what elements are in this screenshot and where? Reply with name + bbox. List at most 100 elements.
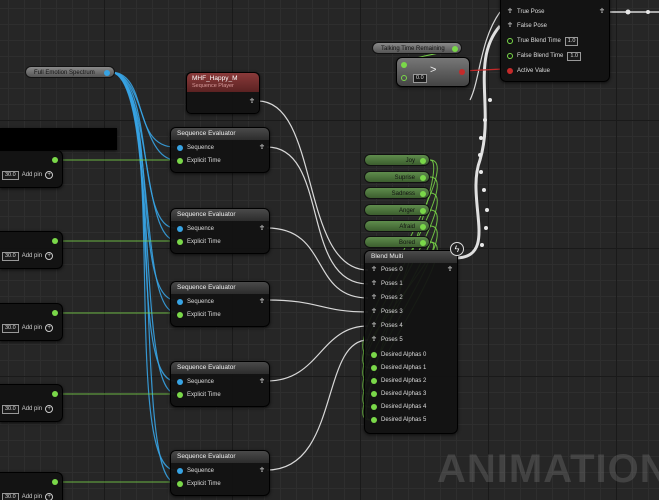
blend-multi-node[interactable]: Blend Multi ϟ ☥ ☥Poses 0 ☥Poses 1 ☥Poses…: [364, 242, 464, 434]
input-pin-b-icon[interactable]: [401, 75, 407, 81]
sequence-pin-icon[interactable]: [177, 145, 183, 151]
pose-output-icon[interactable]: ☥: [259, 225, 265, 232]
output-pin-icon[interactable]: [420, 240, 426, 246]
lightning-icon: ϟ: [450, 242, 464, 256]
output-pin-icon[interactable]: [420, 158, 426, 164]
sequence-evaluator-node-3[interactable]: Sequence Evaluator Sequence Explicit Tim…: [170, 281, 270, 327]
pose-output-icon[interactable]: ☥: [447, 266, 453, 273]
pose-output-icon[interactable]: ☥: [249, 98, 255, 105]
output-pin-icon[interactable]: [420, 175, 426, 181]
pose-output-icon[interactable]: ☥: [599, 8, 605, 15]
sequence-pin-icon[interactable]: [177, 299, 183, 305]
alpha-pin-icon[interactable]: [371, 352, 377, 358]
add-pin-icon[interactable]: +: [45, 252, 54, 260]
output-pin-icon[interactable]: [420, 208, 426, 214]
sequence-player-node[interactable]: MHF_Happy_M Sequence Player ☥: [186, 72, 260, 114]
pose-pin-icon[interactable]: ☥: [371, 308, 377, 315]
talking-time-label: Talking Time Remaining: [381, 46, 445, 52]
value-field[interactable]: 30.0: [2, 170, 19, 180]
float-pin-icon[interactable]: [507, 53, 513, 59]
greater-value-field[interactable]: 0.0: [413, 74, 427, 83]
value-field[interactable]: 30.0: [2, 323, 19, 333]
float-pin-icon[interactable]: [507, 38, 513, 44]
emotion-sadness-node[interactable]: Sadness: [364, 187, 430, 199]
pose-pin-icon[interactable]: ☥: [371, 294, 377, 301]
emotion-label: Afraid: [399, 224, 415, 230]
false-blend-field[interactable]: 1.0: [567, 51, 582, 61]
pose-output-icon[interactable]: ☥: [259, 298, 265, 305]
add-pin-icon[interactable]: +: [45, 324, 54, 332]
emotion-anger-node[interactable]: Anger: [364, 204, 430, 216]
value-field[interactable]: 30.0: [2, 404, 19, 414]
time-pin-icon[interactable]: [177, 239, 183, 245]
time-pin-icon[interactable]: [177, 481, 183, 487]
pose-pin-icon[interactable]: ☥: [371, 266, 377, 273]
alpha-pin-label: Desired Alphas 2: [381, 378, 427, 384]
output-bool-pin-icon[interactable]: [459, 69, 465, 75]
emotion-afraid-node[interactable]: Afraid: [364, 220, 430, 232]
time-pin-label: Explicit Time: [187, 481, 221, 487]
pose-pin-icon[interactable]: ☥: [371, 336, 377, 343]
talking-time-node[interactable]: Talking Time Remaining: [372, 42, 462, 54]
output-pin-icon[interactable]: [420, 224, 426, 230]
time-pin-icon[interactable]: [177, 158, 183, 164]
sequence-evaluator-node-2[interactable]: Sequence Evaluator Sequence Explicit Tim…: [170, 208, 270, 254]
output-pin-icon[interactable]: [52, 391, 58, 397]
output-pin-icon[interactable]: [52, 157, 58, 163]
sequence-pin-icon[interactable]: [177, 379, 183, 385]
node-title: Sequence Evaluator: [171, 282, 269, 294]
pose-output-icon[interactable]: ☥: [259, 467, 265, 474]
value-field[interactable]: 30.0: [2, 251, 19, 261]
output-pin-icon[interactable]: [52, 238, 58, 244]
pose-output-icon[interactable]: ☥: [259, 378, 265, 385]
pose-pin-icon[interactable]: ☥: [371, 322, 377, 329]
pose-pin-label: Poses 1: [381, 281, 403, 287]
greater-than-node[interactable]: 0.0 >: [396, 57, 470, 87]
alpha-pin-icon[interactable]: [371, 391, 377, 397]
sequence-evaluator-node-1[interactable]: Sequence Evaluator Sequence Explicit Tim…: [170, 127, 270, 173]
greater-operator: >: [430, 64, 437, 76]
input-pin-a-icon[interactable]: [401, 62, 407, 68]
bool-pin-icon[interactable]: [507, 68, 513, 74]
output-pin-icon[interactable]: [104, 70, 110, 76]
animation-watermark: ANIMATION: [437, 447, 659, 491]
pose-pin-icon[interactable]: ☥: [507, 22, 513, 29]
alpha-pin-icon[interactable]: [371, 378, 377, 384]
add-pin-icon[interactable]: +: [45, 405, 54, 413]
true-blend-field[interactable]: 1.0: [564, 36, 579, 46]
sequence-evaluator-node-5[interactable]: Sequence Evaluator Sequence Explicit Tim…: [170, 450, 270, 496]
alpha-pin-icon[interactable]: [371, 365, 377, 371]
sequence-pin-icon[interactable]: [177, 468, 183, 474]
output-pin-icon[interactable]: [52, 479, 58, 485]
output-pin-icon[interactable]: [52, 310, 58, 316]
add-pin-icon[interactable]: +: [45, 171, 54, 179]
full-emotion-spectrum-node[interactable]: Full Emotion Spectrum: [25, 66, 115, 78]
pose-pin-label: Poses 4: [381, 323, 403, 329]
sequence-pin-label: Sequence: [187, 299, 215, 305]
emotion-joy-node[interactable]: Joy: [364, 154, 430, 166]
emotion-suprise-node[interactable]: Suprise: [364, 171, 430, 183]
output-pin-icon[interactable]: [452, 46, 458, 52]
pose-pin-label: Poses 5: [381, 337, 403, 343]
time-pin-icon[interactable]: [177, 312, 183, 318]
output-pin-icon[interactable]: [420, 191, 426, 197]
alpha-pin-icon[interactable]: [371, 404, 377, 410]
sequence-pin-icon[interactable]: [177, 226, 183, 232]
pose-output-icon[interactable]: ☥: [259, 144, 265, 151]
sequence-evaluator-node-4[interactable]: Sequence Evaluator Sequence Explicit Tim…: [170, 361, 270, 407]
alpha-pin-label: Desired Alphas 0: [381, 352, 427, 358]
alpha-pin-icon[interactable]: [371, 417, 377, 423]
pose-pin-icon[interactable]: ☥: [507, 8, 513, 15]
pose-pin-icon[interactable]: ☥: [371, 280, 377, 287]
add-pin-icon[interactable]: +: [45, 493, 54, 500]
time-pin-icon[interactable]: [177, 392, 183, 398]
value-field[interactable]: 30.0: [2, 492, 19, 500]
emotion-bored-node[interactable]: Bored: [364, 236, 430, 248]
